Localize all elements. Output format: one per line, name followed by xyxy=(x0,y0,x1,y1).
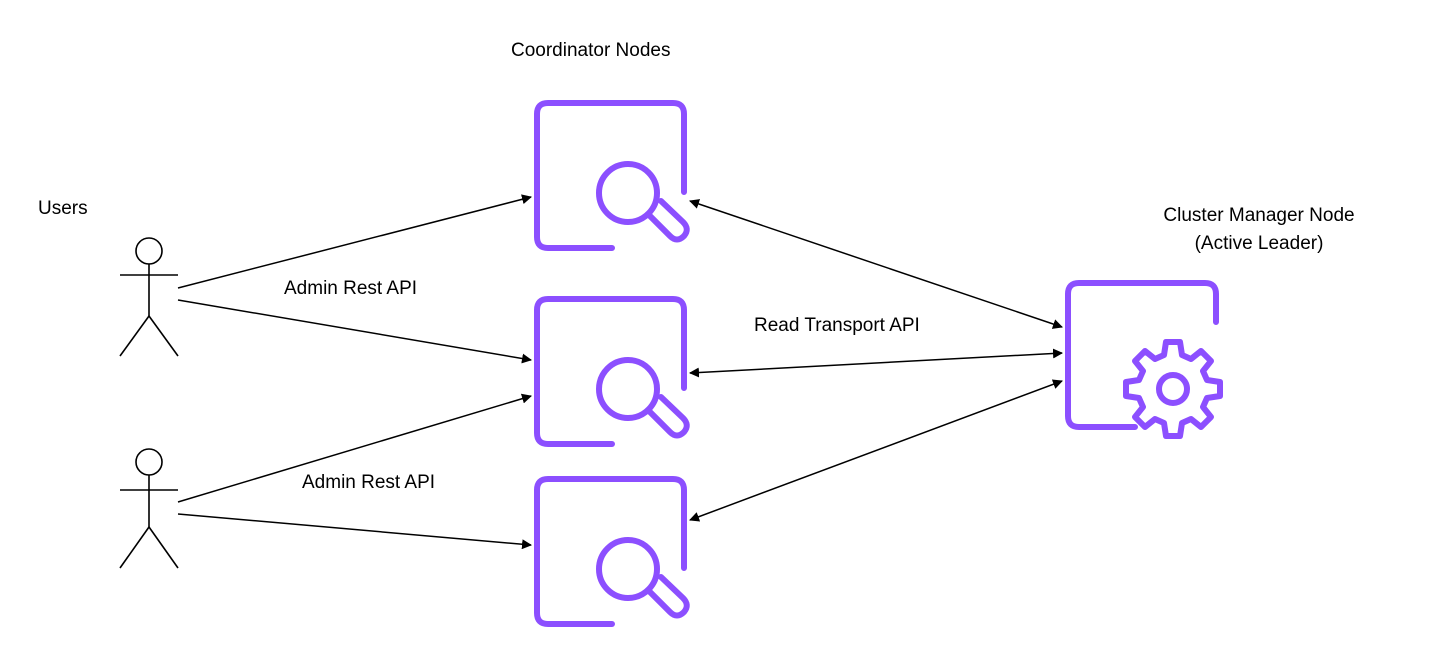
edge-coordinator2-manager xyxy=(689,348,1063,378)
actor-icon xyxy=(119,448,179,569)
search-icon xyxy=(534,100,690,251)
search-icon xyxy=(534,476,690,627)
edge-user1-coordinator2 xyxy=(177,299,532,364)
cluster-manager-node[interactable] xyxy=(1065,280,1223,439)
search-icon xyxy=(534,296,690,447)
coordinator-node-1[interactable] xyxy=(534,100,690,251)
edge-label-admin-rest-api: Admin Rest API xyxy=(302,472,436,493)
edge-coordinator1-manager xyxy=(689,199,1063,329)
coordinator-nodes-label: Coordinator Nodes xyxy=(511,40,671,61)
gear-icon xyxy=(1123,339,1223,439)
cluster-manager-sublabel: (Active Leader) xyxy=(1194,233,1324,254)
user-actor-2[interactable] xyxy=(119,448,179,569)
actor-icon xyxy=(119,237,179,357)
edge-coordinator3-manager xyxy=(689,379,1063,522)
user-actor-1[interactable] xyxy=(119,237,179,357)
coordinator-node-2[interactable] xyxy=(534,296,690,447)
edge-label-admin-rest-api: Admin Rest API xyxy=(284,278,418,299)
edge-user2-coordinator3 xyxy=(177,513,532,550)
users-label: Users xyxy=(38,198,88,219)
edge-user1-coordinator1 xyxy=(177,194,532,289)
coordinator-node-3[interactable] xyxy=(534,476,690,627)
cluster-manager-label: Cluster Manager Node xyxy=(1163,205,1355,226)
edge-user2-coordinator2 xyxy=(177,393,532,503)
